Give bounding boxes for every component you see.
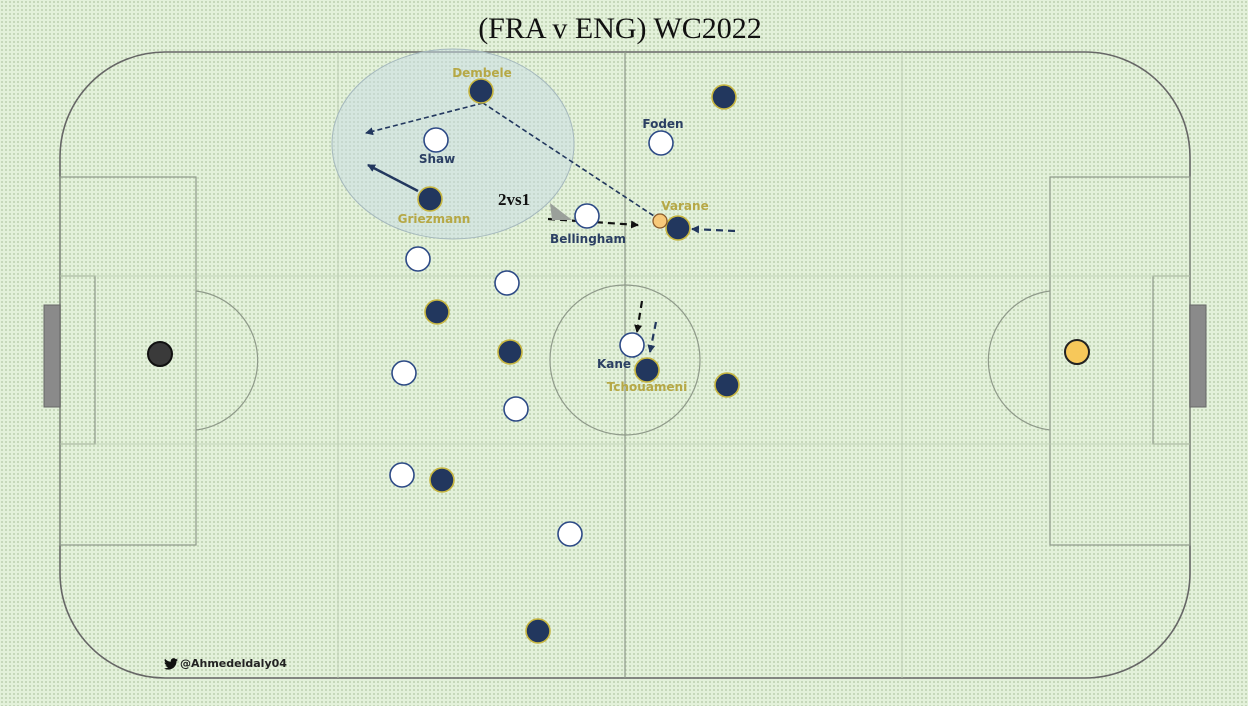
label-foden: Foden [642,117,683,131]
right-goalkeeper [1064,339,1090,365]
player-tchouameni [634,357,660,383]
label-dembele: Dembele [452,66,512,80]
left-goal-icon [43,304,61,408]
player-griezmann [417,186,443,212]
overload-wedge-icon [550,203,572,220]
label-kane: Kane [597,357,631,371]
diagram-title: (FRA v ENG) WC2022 [478,12,762,45]
right-goal-icon [1189,304,1207,408]
run-varane-to-dembele [482,102,661,221]
left-goalkeeper [147,341,173,367]
player-france [497,339,523,365]
player-england [503,396,529,422]
kane-drop [634,300,644,333]
england-players [389,127,674,547]
label-bellingham: Bellingham [550,232,626,246]
varane-step [691,225,736,234]
credit-handle: @Ahmedeldaly04 [180,657,287,670]
ball-icon [652,213,668,229]
credit: @Ahmedeldaly04 [164,657,287,670]
overload-zone [331,48,575,240]
twitter-bird-icon [164,657,178,670]
player-kane [619,332,645,358]
pass-dembele-to-left [365,102,484,136]
left-penalty-box [59,176,197,546]
player-france [711,84,737,110]
player-france [525,618,551,644]
left-six-yard-box [59,275,96,445]
right-penalty-arc [987,290,1051,431]
player-england [494,270,520,296]
player-foden [648,130,674,156]
player-england [557,521,583,547]
label-griezmann: Griezmann [398,212,471,226]
player-france [429,467,455,493]
player-dembele [468,78,494,104]
player-france [714,372,740,398]
player-shaw [423,127,449,153]
overload-annotation: 2vs1 [498,190,530,209]
label-varane: Varane [661,199,708,213]
france-players [417,78,740,644]
player-england [389,462,415,488]
right-six-yard-box [1152,275,1191,445]
centre-circle [549,284,701,436]
player-england [405,246,431,272]
griezmann-run [367,163,419,193]
tchouameni-track [647,321,658,353]
player-england [391,360,417,386]
label-shaw: Shaw [419,152,455,166]
left-penalty-arc [195,290,259,431]
label-tchouameni: Tchouameni [607,380,687,394]
player-france [424,299,450,325]
player-varane [665,215,691,241]
player-bellingham [574,203,600,229]
